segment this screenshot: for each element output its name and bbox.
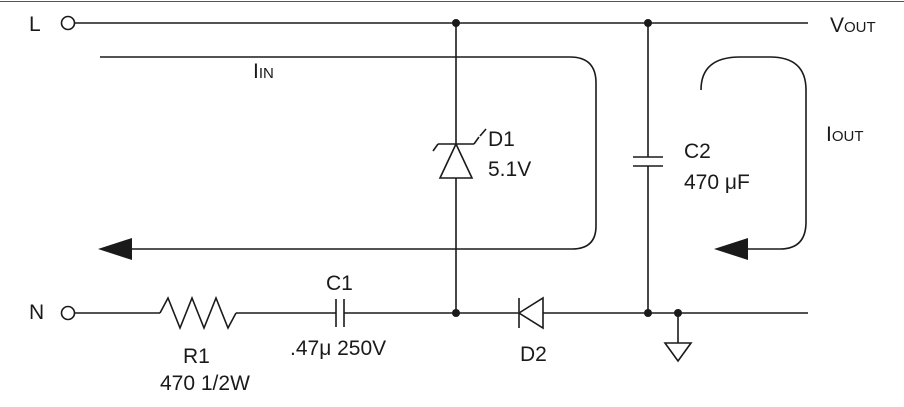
junction-dot <box>452 19 460 27</box>
c2-value-label: 470 μF <box>684 171 750 194</box>
terminal-l-label: L <box>29 13 41 36</box>
c1-value-label: .47μ 250V <box>290 337 386 360</box>
diode-d2 <box>517 296 544 330</box>
terminal-n <box>60 305 76 321</box>
zener-d1-leader <box>479 128 487 137</box>
input-current-loop <box>100 56 597 250</box>
output-current-loop <box>700 56 807 250</box>
vout-label: VOUT <box>830 14 876 37</box>
terminal-n-label: N <box>29 301 44 324</box>
r1-ref-label: R1 <box>183 345 210 368</box>
terminal-l <box>60 15 76 31</box>
output-current-label: IOUT <box>826 123 864 146</box>
output-current-arrow <box>714 238 748 260</box>
d2-ref-label: D2 <box>520 343 547 366</box>
d1-value-label: 5.1V <box>488 158 531 181</box>
input-current-label: IIN <box>253 60 274 83</box>
junction-dot <box>644 19 652 27</box>
input-current-arrow <box>98 238 132 260</box>
resistor-r1 <box>159 295 237 331</box>
junction-dot <box>452 309 460 317</box>
r1-value-label: 470 1/2W <box>160 372 250 395</box>
zener-diode-d1 <box>438 142 474 179</box>
d1-ref-label: D1 <box>488 128 515 151</box>
c2-ref-label: C2 <box>684 140 711 163</box>
zener-d1-bar-tail-right <box>473 136 480 145</box>
c1-ref-label: C1 <box>326 272 353 295</box>
ground-symbol <box>663 342 693 363</box>
zener-d1-bar-tail-left <box>432 143 439 152</box>
junction-dot <box>644 309 652 317</box>
junction-dot <box>674 309 682 317</box>
